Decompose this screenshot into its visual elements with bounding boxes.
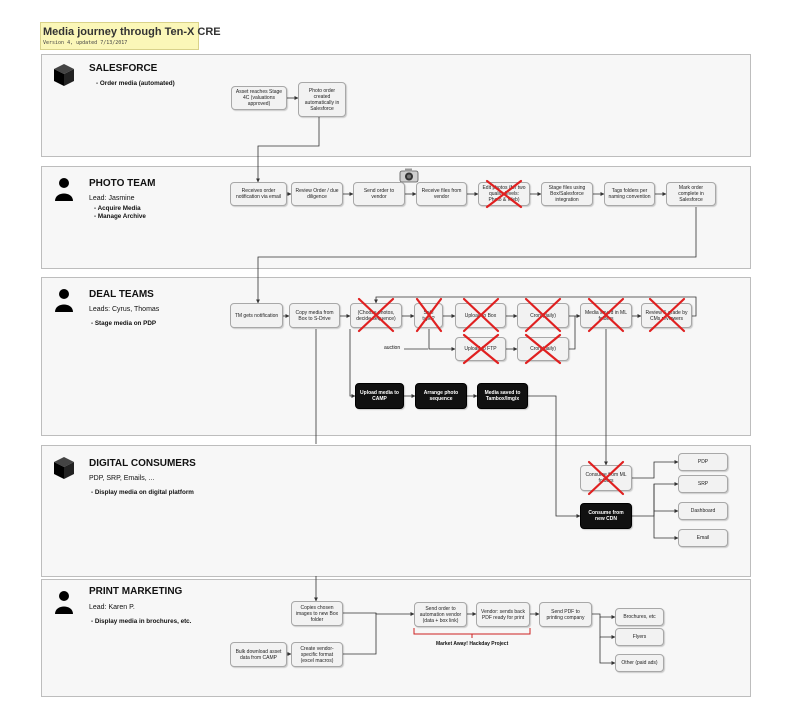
node-receives-order: Receives order notification via email bbox=[230, 182, 287, 206]
lane-lead: Leads: Cyrus, Thomas bbox=[89, 306, 160, 313]
lane-title-photo-team: PHOTO TEAM bbox=[89, 178, 156, 189]
deprecated-x-icon bbox=[587, 460, 625, 496]
person-icon bbox=[53, 590, 75, 619]
lane-title-digital-consumers: DIGITAL CONSUMERS bbox=[89, 458, 196, 469]
deprecated-x-icon bbox=[415, 297, 443, 333]
node-stage-files: Stage files using Box/Salesforce integra… bbox=[541, 182, 593, 206]
hackday-project-label: Market Away! Hackday Project bbox=[436, 641, 509, 647]
node-srp: SRP bbox=[678, 475, 728, 493]
node-arrange-photo: Arrange photo sequence bbox=[415, 383, 467, 409]
node-photo-order: Photo order created automatically in Sal… bbox=[298, 82, 346, 117]
lane-bullet: - Stage media on PDP bbox=[91, 320, 157, 327]
deprecated-x-icon bbox=[587, 297, 625, 333]
lane-bullet: - Order media (automated) bbox=[96, 80, 175, 87]
cube-icon bbox=[51, 455, 77, 486]
person-icon bbox=[53, 288, 75, 317]
node-copy-media: Copy media from Box to S-Drive bbox=[289, 303, 340, 328]
deprecated-x-icon bbox=[485, 179, 523, 209]
cube-icon bbox=[51, 62, 77, 93]
deprecated-x-icon bbox=[462, 297, 500, 333]
node-tm-notification: TM gets notification bbox=[230, 303, 283, 328]
lane-bullet: - Acquire Media bbox=[94, 205, 141, 212]
node-vendor-sends: Vendor: sends back PDF ready for print bbox=[476, 602, 530, 627]
lane-lead: Lead: Jasmine bbox=[89, 195, 135, 202]
node-asset-stage: Asset reaches Stage 4C (valuations appro… bbox=[231, 86, 287, 110]
node-copies-chosen: Copies chosen images to new Box folder bbox=[291, 601, 343, 626]
node-consume-cdn: Consume from new CDN bbox=[580, 503, 632, 529]
deprecated-x-icon bbox=[524, 297, 562, 333]
node-receive-files: Receive files from vendor bbox=[416, 182, 467, 206]
lane-bullet: - Display media on digital platform bbox=[91, 489, 194, 496]
lane-salesforce bbox=[41, 54, 751, 157]
person-icon bbox=[53, 177, 75, 206]
node-send-vendor: Send order to vendor bbox=[353, 182, 405, 206]
diagram-title: Media journey through Ten-X CRE bbox=[43, 26, 221, 38]
lane-lead: PDP, SRP, Emails, ... bbox=[89, 475, 155, 482]
node-review-order: Review Order / due diligence bbox=[291, 182, 343, 206]
lane-title-salesforce: SALESFORCE bbox=[89, 63, 158, 74]
lane-title-print-marketing: PRINT MARKETING bbox=[89, 586, 183, 597]
deprecated-x-icon bbox=[524, 333, 562, 365]
deprecated-x-icon bbox=[462, 333, 500, 365]
node-tags-folders: Tags folders per naming convention bbox=[604, 182, 655, 206]
node-bulk-download: Bulk download asset data from CAMP bbox=[230, 642, 287, 667]
node-email: Email bbox=[678, 529, 728, 547]
deprecated-x-icon bbox=[357, 297, 395, 333]
node-pdp: PDP bbox=[678, 453, 728, 471]
node-send-pdf: Send PDF to printing company bbox=[539, 602, 592, 627]
node-flyers: Flyers bbox=[615, 628, 664, 646]
deprecated-x-icon bbox=[648, 297, 686, 333]
node-dashboard: Dashboard bbox=[678, 502, 728, 520]
node-other: Other (paid ads) bbox=[615, 654, 664, 672]
lane-title-deal-teams: DEAL TEAMS bbox=[89, 289, 154, 300]
node-send-automation: Send order to automation vendor (data + … bbox=[414, 602, 467, 627]
diagram-version: Version 4, updated 7/13/2017 bbox=[43, 40, 128, 46]
lane-lead: Lead: Karen P. bbox=[89, 604, 135, 611]
auction-label: auction bbox=[384, 345, 401, 351]
node-mark-complete: Mark order complete in Salesforce bbox=[666, 182, 716, 206]
diagram-title-box: Media journey through Ten-X CRE Version … bbox=[40, 22, 221, 50]
camera-icon bbox=[399, 167, 419, 188]
node-brochures: Brochures, etc bbox=[615, 608, 664, 626]
lane-bullet: - Display media in brochures, etc. bbox=[91, 618, 192, 625]
node-create-vendor: Create vendor-specific format (excel mac… bbox=[291, 642, 343, 667]
node-upload-camp: Upload media to CAMP bbox=[355, 383, 404, 409]
node-media-saved: Media saved to Tambox/Imgix bbox=[477, 383, 528, 409]
lane-bullet: - Manage Archive bbox=[94, 213, 146, 220]
